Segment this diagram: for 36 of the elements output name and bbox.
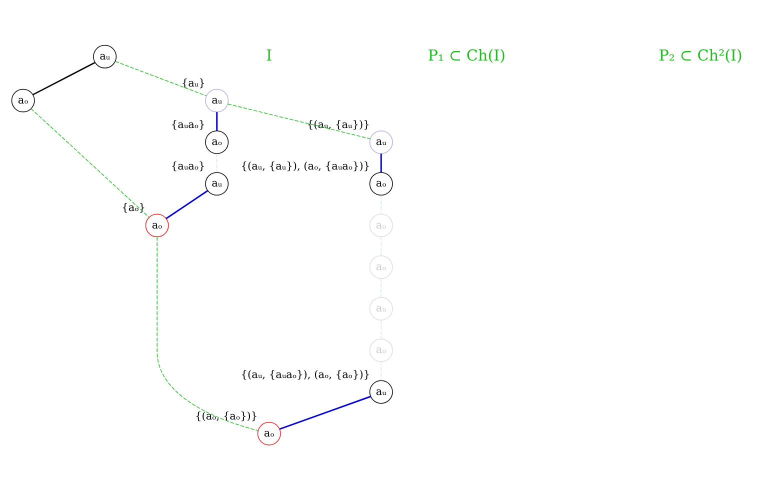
node-circle: aᵤ	[205, 88, 229, 112]
node-label: {(aᵤ, {aᵤaₒ}), (aₒ, {aₒ})}	[240, 368, 370, 380]
node-label: {(aᵤ, {aᵤ}), (aₒ, {aᵤaₒ})}	[240, 160, 370, 172]
node-circle: aₒ	[145, 213, 169, 237]
connector	[166, 190, 208, 219]
node-circle: aᵤ	[369, 130, 393, 154]
connector	[380, 236, 382, 256]
connector	[32, 62, 96, 95]
node-circle: aₒ	[257, 421, 281, 445]
connector	[228, 103, 371, 139]
node-label: {aᵤaₒ}	[170, 160, 206, 172]
node-label: {aₒ}	[122, 202, 146, 214]
node-circle: aᵤ	[93, 44, 117, 68]
label: I	[266, 46, 272, 64]
connector	[380, 319, 382, 339]
connector	[216, 112, 218, 130]
node-circle: aₒ	[11, 88, 35, 112]
connector	[279, 395, 371, 430]
node-label: {(aₒ, {aₒ})}	[195, 410, 258, 422]
connector	[380, 194, 382, 214]
connector	[30, 108, 150, 218]
node-circle: aᵤ	[205, 172, 229, 196]
node-circle: aₒ	[205, 130, 229, 154]
node-label: {aᵤ}	[181, 76, 206, 89]
connector	[380, 360, 382, 380]
connector	[380, 153, 382, 172]
node-label: {(aᵤ, {aᵤ})}	[306, 118, 370, 130]
node-circle: aₒ	[369, 172, 393, 196]
label: P₁ ⊂ Ch(I)	[428, 46, 506, 64]
label: P₂ ⊂ Ch²(I)	[658, 46, 742, 64]
connector	[380, 278, 382, 298]
node-label: {aᵤaₒ}	[170, 118, 206, 130]
connector	[216, 152, 218, 172]
node-circle: aᵤ	[369, 380, 393, 404]
connector	[115, 60, 207, 96]
connector	[156, 236, 259, 430]
